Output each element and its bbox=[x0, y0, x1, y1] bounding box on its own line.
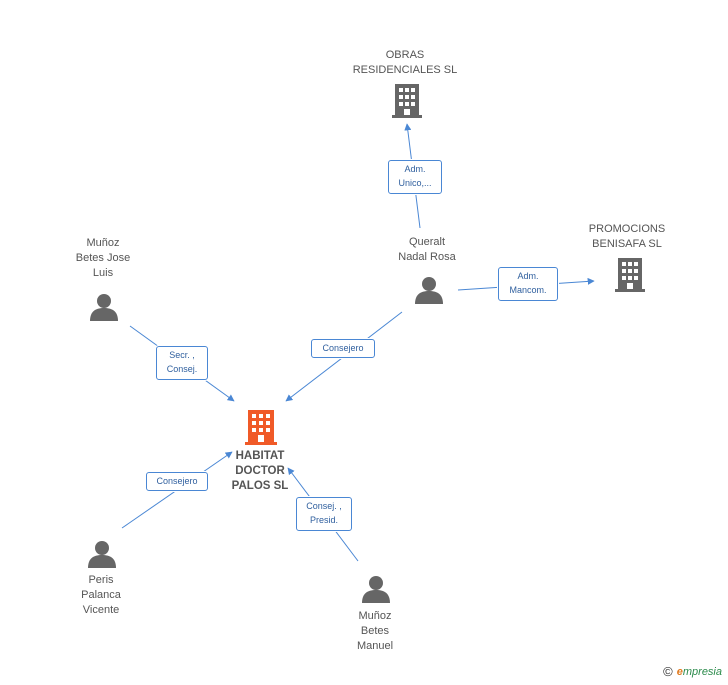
person-label-munoz-manuel[interactable]: Muñoz Betes Manuel bbox=[356, 610, 394, 652]
edge-label-queralt-obras: Adm. Unico,... bbox=[388, 160, 442, 194]
edge-label-queralt-promocions: Adm. Mancom. bbox=[498, 267, 558, 301]
person-icon[interactable] bbox=[362, 576, 390, 603]
company-label-obras[interactable]: OBRAS RESIDENCIALES SL bbox=[352, 49, 458, 76]
brand-logo: empresia bbox=[676, 665, 722, 678]
company-label-habitat[interactable]: HABITAT DOCTOR PALOS SL bbox=[231, 450, 289, 492]
person-icon[interactable] bbox=[415, 277, 443, 304]
person-label-munoz-jose[interactable]: Muñoz Betes Jose Luis bbox=[75, 237, 131, 279]
copyright-icon: © bbox=[663, 664, 673, 679]
person-icon[interactable] bbox=[90, 294, 118, 321]
footer-brand: © empresia bbox=[663, 664, 722, 679]
edge-label-peris-habitat: Consejero bbox=[146, 472, 208, 491]
building-icon[interactable] bbox=[615, 258, 645, 292]
edge-label-queralt-habitat: Consejero bbox=[311, 339, 375, 358]
person-label-peris[interactable]: Peris Palanca Vicente bbox=[81, 574, 121, 616]
person-label-queralt[interactable]: Queralt Nadal Rosa bbox=[398, 236, 456, 263]
building-icon[interactable] bbox=[392, 84, 422, 118]
company-label-promocions[interactable]: PROMOCIONS BENISAFA SL bbox=[588, 223, 666, 250]
building-icon[interactable] bbox=[245, 410, 277, 445]
edge-label-munozjose-habitat: Secr. , Consej. bbox=[156, 346, 208, 380]
person-icon[interactable] bbox=[88, 541, 116, 568]
edge-label-munozmanuel-habitat: Consej. , Presid. bbox=[296, 497, 352, 531]
